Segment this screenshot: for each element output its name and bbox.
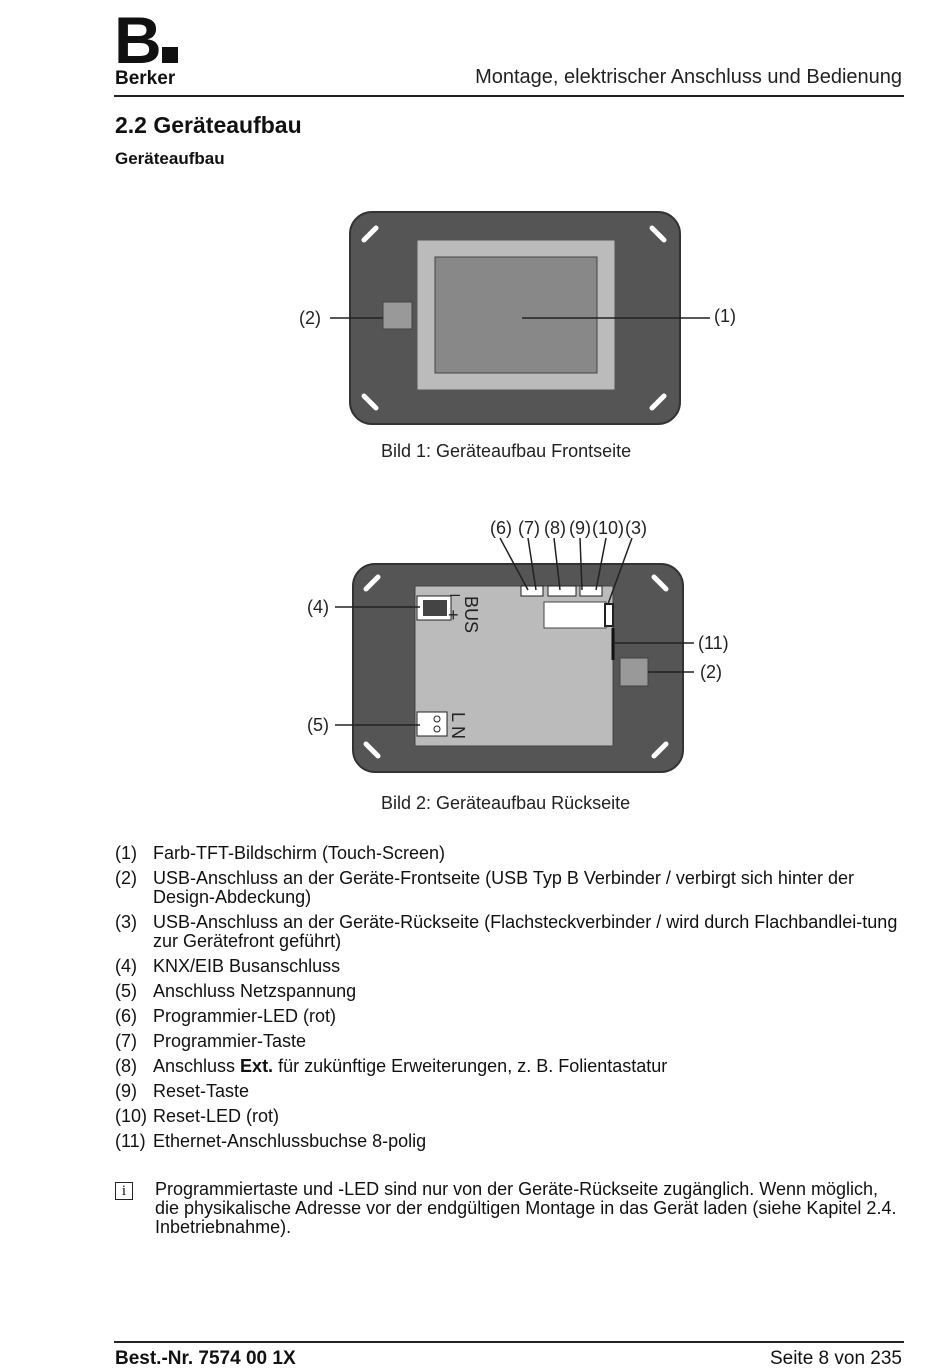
info-note: i Programmiertaste und -LED sind nur von… <box>115 1180 905 1237</box>
tft-screen <box>434 256 598 374</box>
list-item: (10)Reset-LED (rot) <box>115 1106 280 1126</box>
callout-9: (9) <box>569 518 591 538</box>
list-item: (5)Anschluss Netzspannung <box>115 981 357 1001</box>
callout-1: (1) <box>714 306 736 326</box>
callout-2: (2) <box>700 662 722 682</box>
info-icon: i <box>115 1182 133 1200</box>
terminal-screw <box>433 725 441 733</box>
order-number: Best.-Nr. 7574 00 1X <box>115 1348 296 1369</box>
callout-11: (11) <box>698 633 729 653</box>
legend-list: (1)Farb-TFT-Bildschirm (Touch-Screen) (2… <box>115 844 905 1157</box>
figure-back-diagram: BUS – + L N (6) (7) (8) (9) (10) (3) (4)… <box>307 518 729 773</box>
list-item: (3)USB-Anschluss an der Geräte-Rückseite… <box>115 912 898 951</box>
mounting-slots-back <box>363 574 669 759</box>
usb-front-port <box>382 301 413 330</box>
callout-6: (6) <box>490 518 512 538</box>
logo: B <box>114 7 178 73</box>
logo-mark: B <box>114 3 162 77</box>
figure-front-caption: Bild 1: Geräteaufbau Frontseite <box>381 441 632 461</box>
logo-text: Berker <box>115 68 176 89</box>
logo-dot <box>161 47 178 63</box>
reset-button-led <box>579 585 603 597</box>
callout-10: (10) <box>592 518 624 538</box>
list-item: (11)Ethernet-Anschlussbuchse 8-polig <box>115 1131 427 1151</box>
ribbon-cable <box>543 601 607 629</box>
list-item: (2)USB-Anschluss an der Geräte-Frontseit… <box>115 868 854 907</box>
callout-3: (3) <box>625 518 647 538</box>
bus-terminal-block <box>423 600 447 616</box>
footer-divider <box>114 1341 904 1343</box>
leader-lines-back <box>335 537 694 726</box>
ext-connector <box>547 585 577 597</box>
callout-7: (7) <box>518 518 540 538</box>
mains-terminal <box>416 711 448 737</box>
bus-plus-label: + <box>448 605 459 625</box>
list-item: (4)KNX/EIB Busanschluss <box>115 956 341 976</box>
usb-front-port <box>619 657 649 687</box>
figure-front-diagram: (2) (1) <box>299 211 736 425</box>
mains-l-label: L <box>448 712 468 722</box>
figure-back-caption: Bild 2: Geräteaufbau Rückseite <box>381 793 631 813</box>
header-title: Montage, elektrischer Anschluss und Bedi… <box>475 66 902 88</box>
info-note-text: Programmiertaste und -LED sind nur von d… <box>155 1179 897 1237</box>
header-divider <box>114 95 904 97</box>
callout-8: (8) <box>544 518 566 538</box>
callout-5: (5) <box>307 715 329 735</box>
bus-minus-label: – <box>450 584 460 604</box>
list-item: (9)Reset-Taste <box>115 1081 250 1101</box>
mains-n-label: N <box>448 726 468 739</box>
usb-back-port <box>604 603 614 627</box>
list-item: (8)Anschluss Ext. für zukünftige Erweite… <box>115 1056 668 1076</box>
section-title: 2.2 Geräteaufbau <box>115 112 302 138</box>
list-item: (6)Programmier-LED (rot) <box>115 1006 337 1026</box>
programming-led-button <box>520 585 544 597</box>
list-item: (7)Programmier-Taste <box>115 1031 307 1051</box>
section-subtitle: Geräteaufbau <box>115 149 225 168</box>
terminal-screw <box>433 715 441 723</box>
callout-2: (2) <box>299 308 321 328</box>
mounting-slots-front <box>361 225 667 411</box>
callout-4: (4) <box>307 597 329 617</box>
page-number: Seite 8 von 235 <box>769 1348 902 1369</box>
bus-label: BUS <box>461 596 481 633</box>
list-item: (1)Farb-TFT-Bildschirm (Touch-Screen) <box>115 843 446 863</box>
